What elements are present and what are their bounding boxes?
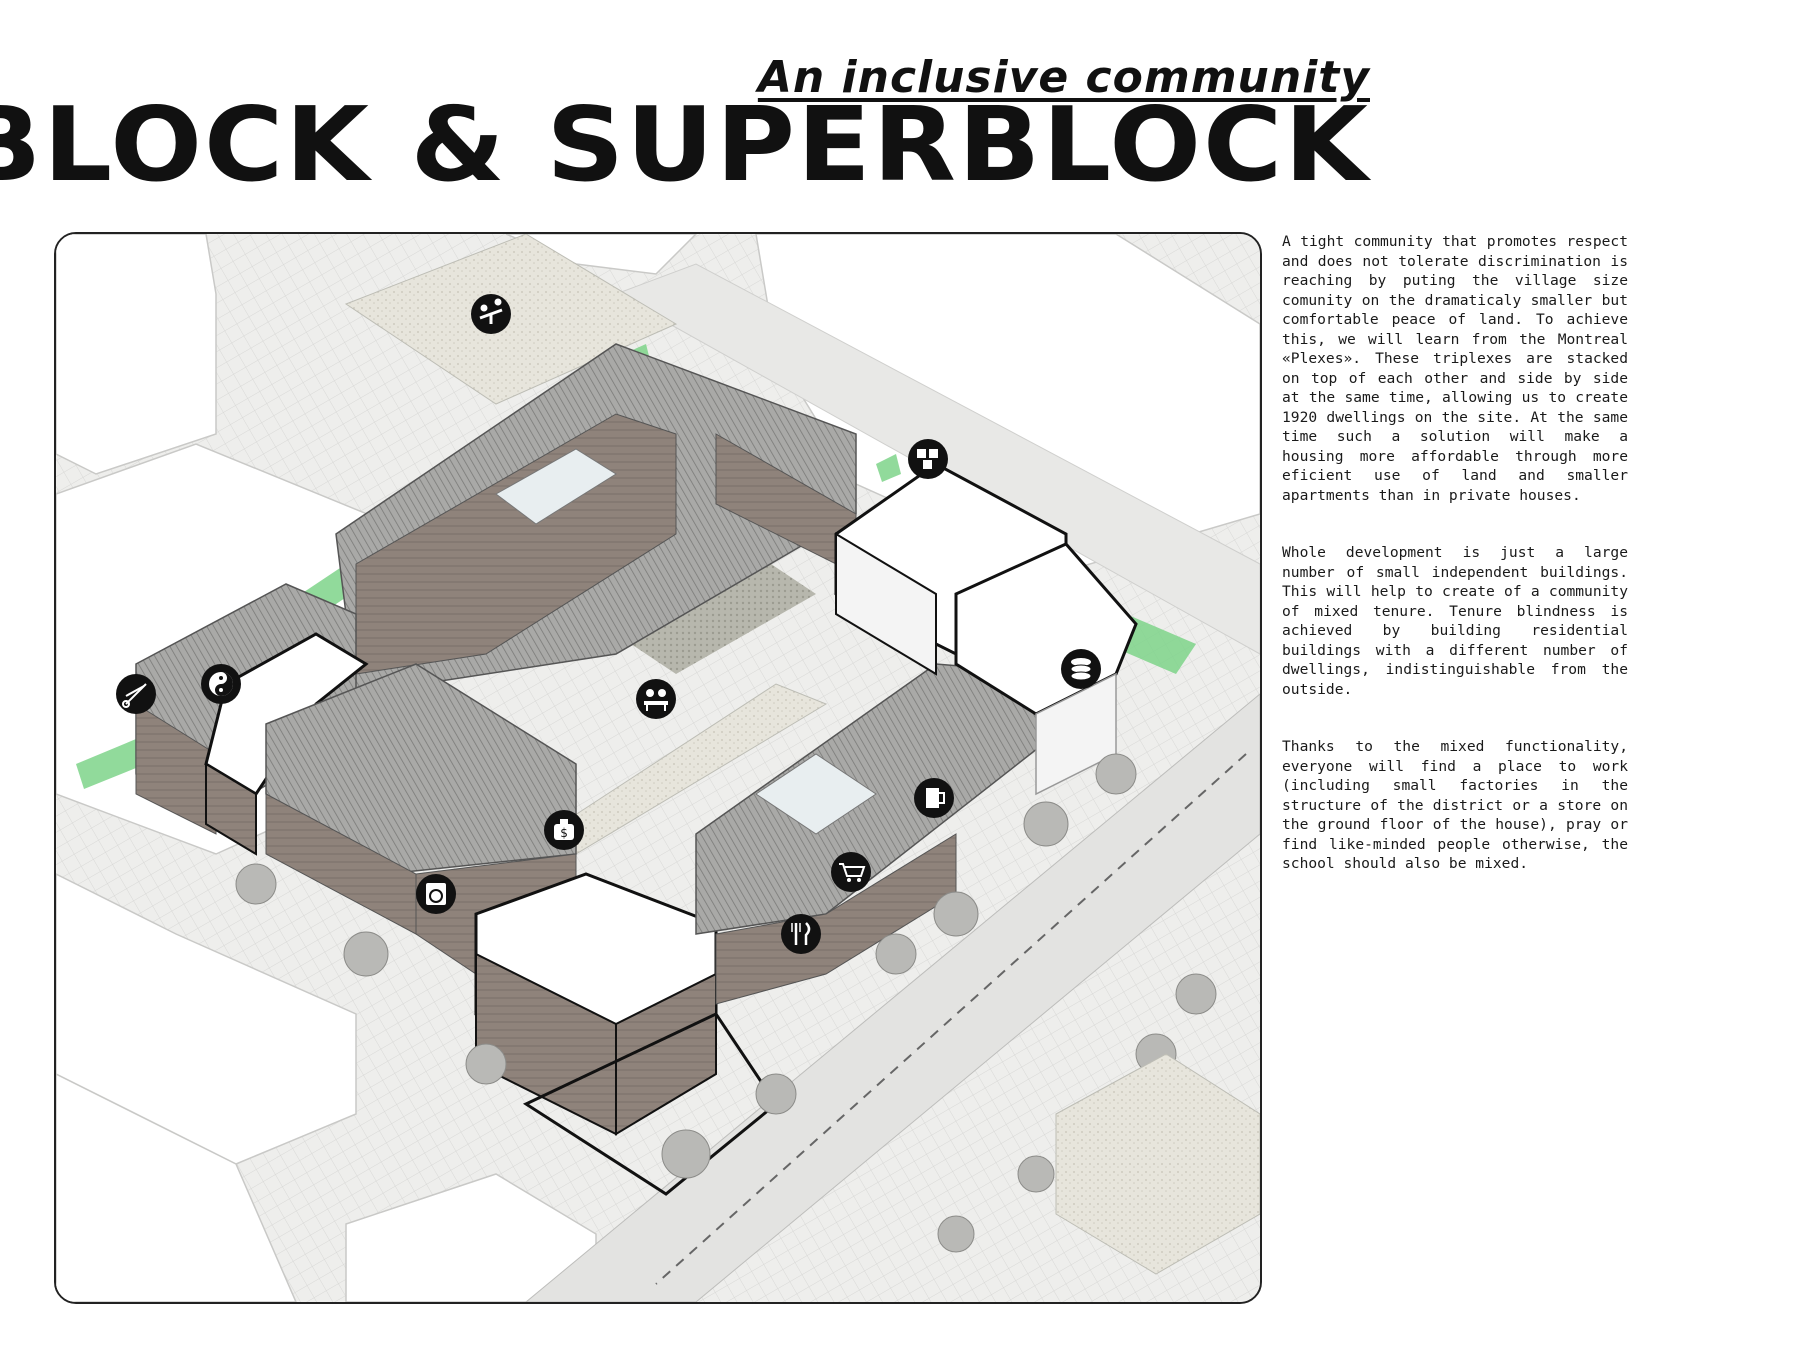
yin-yang-icon bbox=[201, 664, 241, 704]
description-paragraph: Whole development is just a large number… bbox=[1282, 544, 1628, 698]
description-paragraph: Thanks to the mixed functionality, every… bbox=[1282, 738, 1628, 872]
blocks-icon bbox=[908, 439, 948, 479]
scissors-icon bbox=[116, 674, 156, 714]
playground-plaza bbox=[344, 234, 678, 405]
coins-icon bbox=[1061, 649, 1101, 689]
sports-area bbox=[1055, 1053, 1260, 1275]
description-column: A tight community that promotes respect … bbox=[1282, 232, 1628, 912]
description-paragraph: A tight community that promotes respect … bbox=[1282, 233, 1628, 504]
north-terrace bbox=[335, 343, 857, 695]
money-bag-icon: $ bbox=[544, 810, 584, 850]
garden-strip bbox=[616, 554, 816, 674]
road-centerline bbox=[655, 753, 1247, 1285]
restaurant-icon bbox=[781, 914, 821, 954]
beer-icon bbox=[914, 778, 954, 818]
axonometric-diagram: $ bbox=[54, 232, 1262, 1304]
playground-icon bbox=[471, 294, 511, 334]
shopping-cart-icon bbox=[831, 852, 871, 892]
laundry-icon bbox=[416, 874, 456, 914]
page-subtitle: An inclusive community bbox=[757, 52, 1370, 103]
svg-text:$: $ bbox=[560, 826, 568, 840]
community-meeting-icon bbox=[636, 679, 676, 719]
page-title: BLOCK & SUPERBLOCK bbox=[0, 86, 1370, 205]
